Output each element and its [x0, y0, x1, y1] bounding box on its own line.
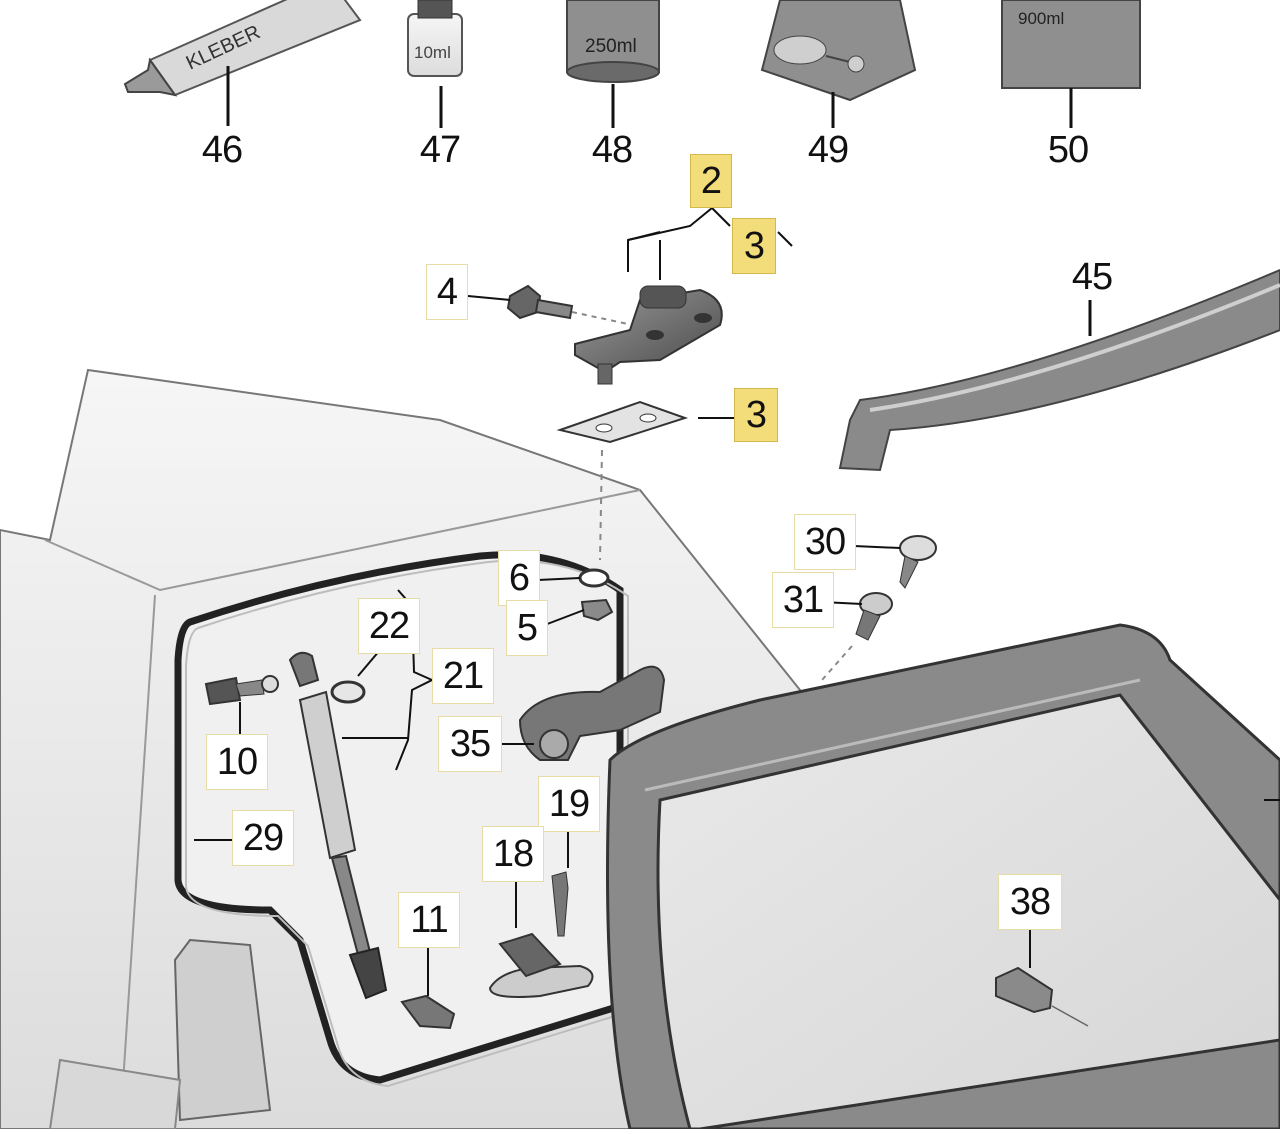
can-48: 250ml — [567, 0, 659, 128]
callout-31[interactable]: 31 — [772, 572, 834, 628]
callout-30[interactable]: 30 — [794, 514, 856, 570]
adhesive-tube-46: KLEBER — [125, 0, 360, 126]
callout-38[interactable]: 38 — [998, 874, 1062, 930]
bottle-label: 10ml — [414, 43, 451, 62]
seal-strip-45 — [840, 270, 1280, 470]
callout-22[interactable]: 22 — [358, 598, 420, 654]
callout-4[interactable]: 4 — [426, 264, 468, 320]
box-50: 900ml — [1002, 0, 1140, 128]
callout-6[interactable]: 6 — [498, 550, 540, 606]
callout-18[interactable]: 18 — [482, 826, 544, 882]
box-label: 900ml — [1018, 9, 1064, 28]
callout-47[interactable]: 47 — [408, 130, 472, 170]
callout-49[interactable]: 49 — [796, 130, 860, 170]
callout-2[interactable]: 2 — [690, 154, 732, 208]
callout-48[interactable]: 48 — [580, 130, 644, 170]
callout-19[interactable]: 19 — [538, 776, 600, 832]
callout-10[interactable]: 10 — [206, 734, 268, 790]
can-label: 250ml — [585, 36, 637, 57]
bolt-4 — [468, 286, 628, 324]
callout-3-top[interactable]: 3 — [732, 218, 776, 274]
callout-21[interactable]: 21 — [432, 648, 494, 704]
callout-46[interactable]: 46 — [190, 130, 254, 170]
callout-35[interactable]: 35 — [438, 716, 502, 772]
callout-5[interactable]: 5 — [506, 600, 548, 656]
callout-11[interactable]: 11 — [398, 892, 460, 948]
sachet-49 — [762, 0, 915, 128]
callout-29[interactable]: 29 — [232, 810, 294, 866]
callout-45[interactable]: 45 — [1060, 256, 1124, 298]
callout-50[interactable]: 50 — [1036, 130, 1100, 170]
callout-3-shim[interactable]: 3 — [734, 388, 778, 442]
bottle-47: 10ml — [408, 0, 462, 128]
